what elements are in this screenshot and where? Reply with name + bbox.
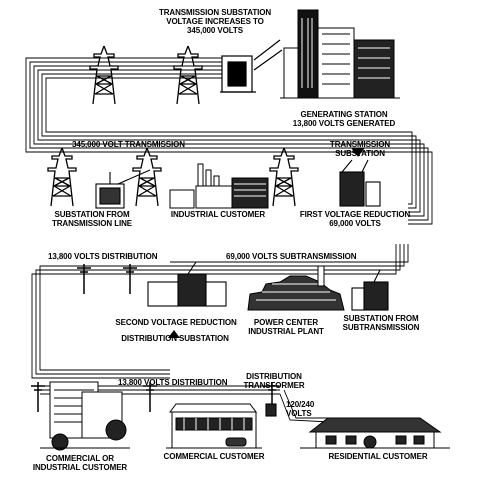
poles-row3 (76, 263, 138, 295)
residential-customer-label: RESIDENTIAL CUSTOMER (328, 452, 428, 461)
distribution-wires-row3 (31, 265, 170, 379)
towers-row1 (89, 45, 203, 105)
sub-from-subtrans-label: SUBSTATION FROM SUBTRANSMISSION (336, 314, 426, 332)
first-reduction-substation (339, 147, 381, 207)
transmission-wires (25, 57, 433, 225)
dist-substation-label: DISTRIBUTION SUBSTATION (121, 334, 229, 343)
gen-station-line2: 13,800 VOLTS GENERATED (292, 119, 396, 128)
industrial-customer-label: INDUSTRIAL CUSTOMER (170, 210, 266, 219)
transmission-substation-top (220, 39, 283, 93)
commercial-customer-label: COMMERCIAL CUSTOMER (163, 452, 265, 461)
industrial-plant (169, 163, 269, 209)
subtransmission-wires (170, 244, 409, 275)
residential-house (300, 417, 450, 449)
v120-240-label: 120/240 VOLTS (286, 400, 314, 418)
sub-from-line-label: SUBSTATION FROM TRANSMISSION LINE (42, 210, 142, 228)
commercial-industrial-building (40, 381, 130, 451)
dist-13800-b-label: 13,800 VOLTS DISTRIBUTION (118, 378, 228, 387)
commercial-industrial-label: COMMERCIAL OR INDUSTRIAL CUSTOMER (30, 454, 130, 472)
v120-240-line2: VOLTS (286, 409, 312, 418)
tx-sub-top-label: TRANSMISSION SUBSTATION VOLTAGE INCREASE… (148, 8, 282, 35)
power-center-line1: POWER CENTER (253, 318, 319, 327)
industrial-plant-power-center (247, 265, 345, 311)
commercial-industrial-line1: COMMERCIAL OR (46, 454, 114, 463)
v120-240-line1: 120/240 (286, 400, 315, 409)
substation-from-subtransmission (351, 269, 389, 311)
dist-13800-a-label: 13,800 VOLTS DISTRIBUTION (48, 252, 158, 261)
power-center-line2: INDUSTRIAL PLANT (248, 327, 324, 336)
first-reduction-line2: 69,000 VOLTS (329, 219, 381, 228)
dist-transformer-line2: TRANSFORMER (243, 381, 305, 390)
first-reduction-label: FIRST VOLTAGE REDUCTION 69,000 VOLTS (290, 210, 420, 228)
sub-from-subtrans-line2: SUBTRANSMISSION (342, 323, 420, 332)
tx-sub-right-line1: TRANSMISSION (329, 140, 391, 149)
substation-from-transmission (95, 169, 151, 209)
line-345-label: 345,000 VOLT TRANSMISSION (72, 140, 185, 149)
tx-sub-top-line3: 345,000 VOLTS (187, 26, 243, 35)
gen-station-line1: GENERATING STATION (300, 110, 388, 119)
second-reduction-substation (147, 261, 227, 307)
tx-sub-right-label: TRANSMISSION SUBSTATION (320, 140, 400, 158)
subtrans-69-label: 69,000 VOLTS SUBTRANSMISSION (226, 252, 357, 261)
sub-from-line-line2: TRANSMISSION LINE (51, 219, 133, 228)
dist-transformer-line1: DISTRIBUTION (246, 372, 302, 381)
generating-station (280, 9, 400, 99)
sub-from-line-line1: SUBSTATION FROM (54, 210, 130, 219)
distribution-transformer (265, 403, 277, 417)
sub-from-subtrans-line1: SUBSTATION FROM (343, 314, 419, 323)
dist-transformer-label: DISTRIBUTION TRANSFORMER (236, 372, 312, 390)
first-reduction-line1: FIRST VOLTAGE REDUCTION (299, 210, 411, 219)
commercial-industrial-line2: INDUSTRIAL CUSTOMER (32, 463, 128, 472)
arrows (168, 330, 180, 338)
tx-sub-top-line1: TRANSMISSION SUBSTATION (158, 8, 272, 17)
tx-sub-right-line2: SUBSTATION (335, 149, 385, 158)
gen-station-label: GENERATING STATION 13,800 VOLTS GENERATE… (284, 110, 404, 128)
second-reduction-label: SECOND VOLTAGE REDUCTION (115, 318, 237, 327)
power-center-label: POWER CENTER INDUSTRIAL PLANT (246, 318, 326, 336)
commercial-building (166, 403, 262, 449)
tx-sub-top-line2: VOLTAGE INCREASES TO (166, 17, 264, 26)
